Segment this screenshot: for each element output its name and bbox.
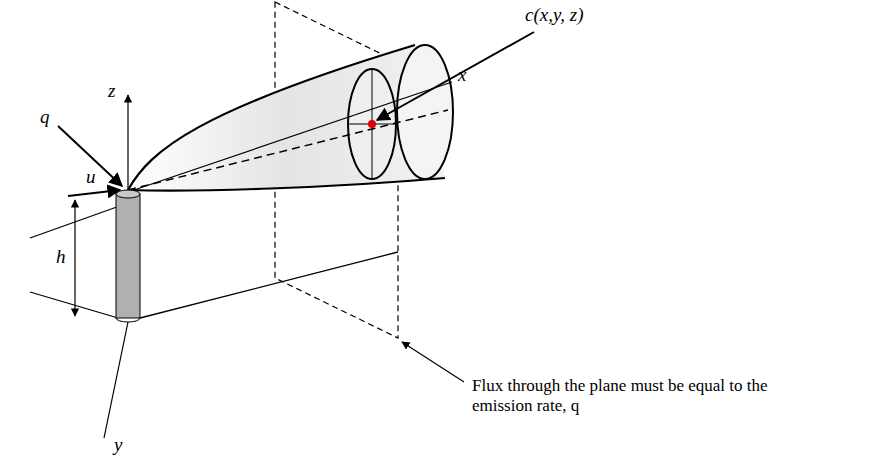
ground-line	[30, 203, 128, 238]
emission-label: q	[40, 106, 50, 128]
stack	[116, 194, 140, 318]
ground-line	[30, 292, 118, 318]
plume-edge	[128, 178, 445, 191]
axis-label: z	[108, 80, 115, 102]
leader-line	[402, 342, 464, 382]
axis-label: y	[114, 434, 122, 456]
axis-label: x	[458, 64, 466, 86]
concentration-label: c(x,y, z)	[525, 4, 584, 26]
dimension-label: h	[56, 246, 66, 268]
z-axis	[127, 95, 128, 190]
plume-section	[348, 69, 396, 179]
stack-base	[116, 318, 140, 322]
x-axis	[128, 82, 452, 192]
wind-arrow	[68, 190, 120, 196]
plume-section	[397, 45, 453, 179]
plume-centerline	[128, 110, 448, 190]
wind-label: u	[86, 166, 96, 188]
receptor-point	[368, 120, 376, 128]
stack-top	[116, 190, 140, 198]
ground-line	[140, 252, 398, 318]
height-dimension	[74, 200, 75, 316]
y-axis	[104, 322, 128, 438]
leader-line	[377, 32, 534, 120]
plume-edge	[128, 45, 415, 190]
annotation-note: Flux through the plane must be equal to …	[472, 376, 792, 415]
